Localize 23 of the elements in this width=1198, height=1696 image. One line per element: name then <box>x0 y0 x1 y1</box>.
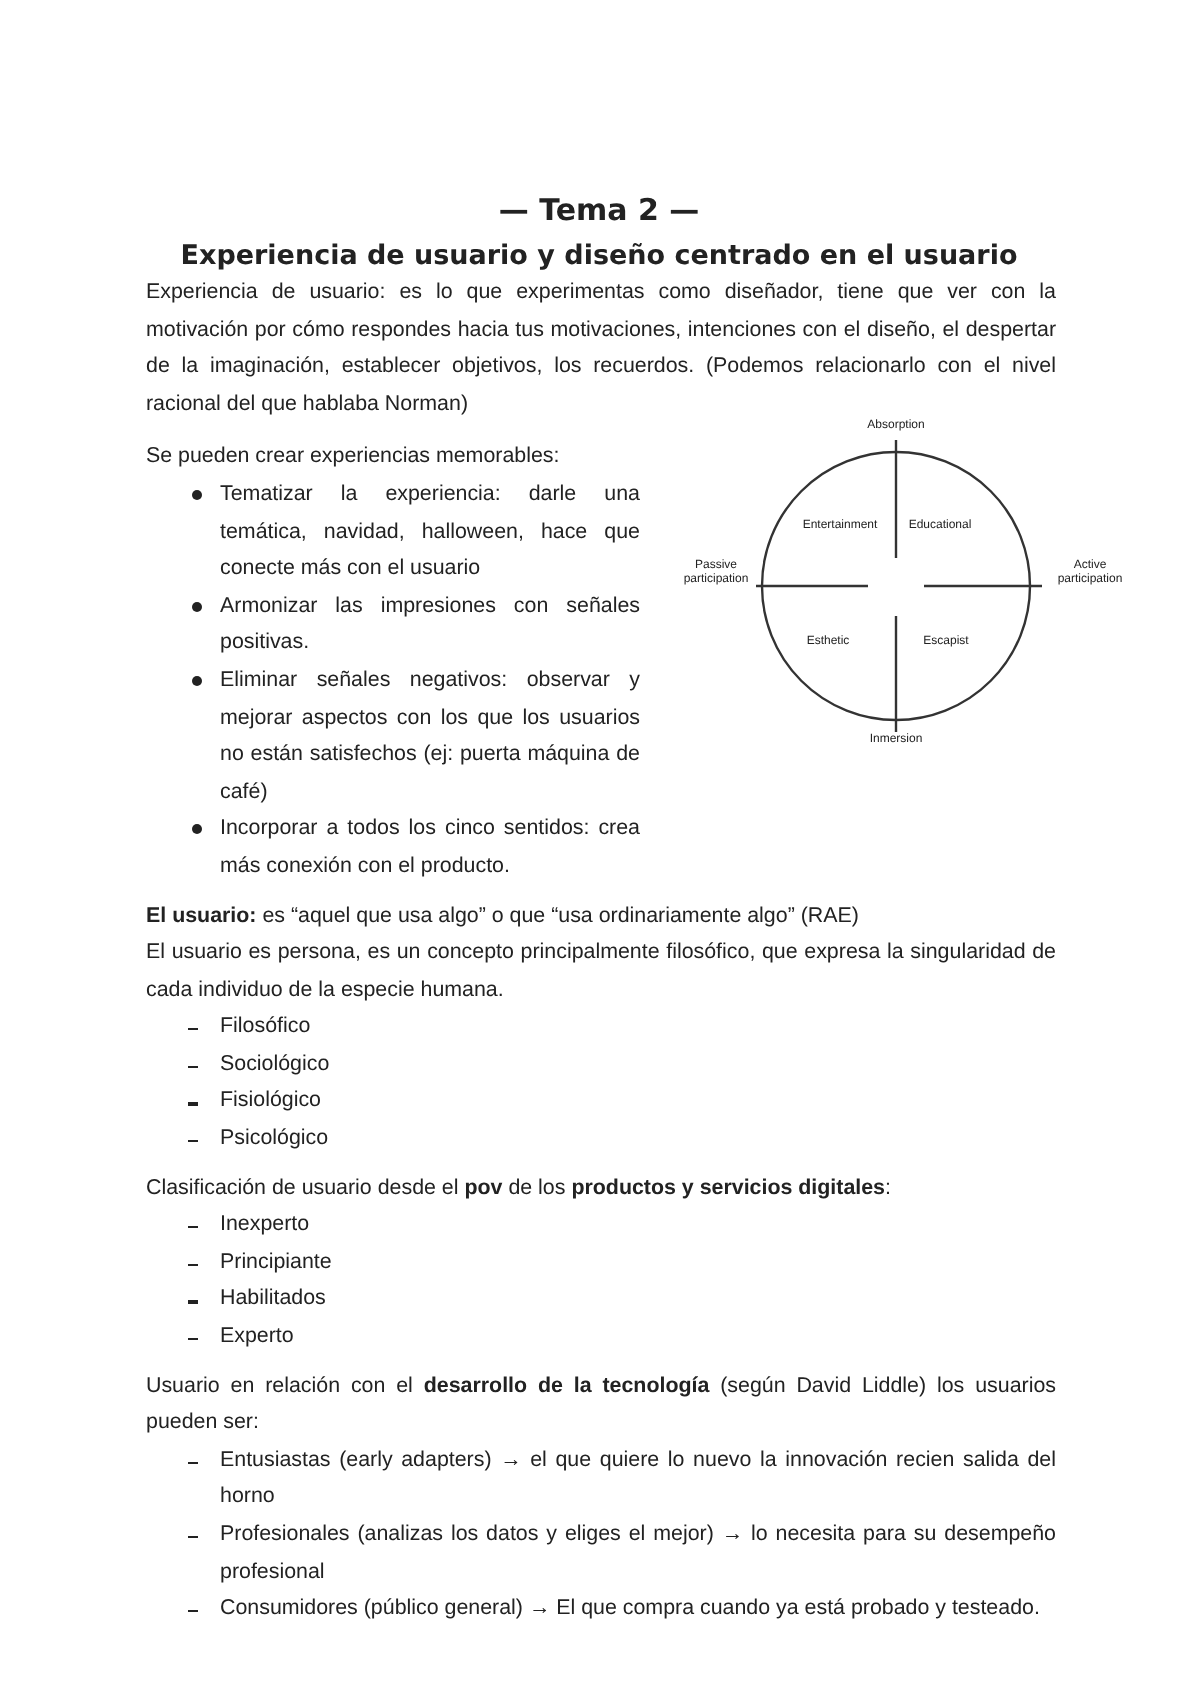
paragraph: Experiencia de usuario: es lo que experimentas como diseñador, tiene que ver con la motivación por cómo respondes hacia tus motivaciones, intenciones con el diseño, el despertar de la imaginación, establecer objetivos, los recuerdos. (Podemos relacionarlo con el nivel racional del que hablaba Norman) <box>146 278 1056 419</box>
paragraph: El usuario: es “aquel que usa algo” o que “usa ordinariamente algo” (RAE) <box>146 901 861 931</box>
paragraph: El usuario es persona, es un concepto principalmente filosófico, que expresa la singularidad de cada individuo de la especie humana. <box>146 938 1056 1006</box>
list-item: Principiante <box>220 1247 334 1278</box>
list-item: Sociológico <box>220 1049 332 1080</box>
list-item: Fisiológico <box>220 1086 323 1117</box>
list-item: Incorporar a todos los cinco sentidos: crea más conexión con el producto. <box>220 814 640 882</box>
list-item: Filosófico <box>220 1012 313 1043</box>
list-item: Psicológico <box>220 1124 331 1155</box>
section-heading: Experiencia de usuario y diseño centrado en el usuario <box>178 240 1020 272</box>
list-item: Entusiastas (early adapters) → el que quiere lo nuevo la innovación recien salida del horno <box>220 1445 1056 1513</box>
list-item: Profesionales (analizas los datos y eliges el mejor) → lo necesita para su desempeño profesional <box>220 1520 1056 1588</box>
page-title: — Tema 2 — <box>496 192 702 228</box>
list-item: Eliminar señales negativos: observar y mejorar aspectos con los que los usuarios no están satisfechos (ej: puerta máquina de café) <box>220 665 640 808</box>
list-item: Inexperto <box>220 1210 312 1241</box>
list-item: Tematizar la experiencia: darle una temática, navidad, halloween, hace que conecte más con el usuario <box>220 479 640 585</box>
paragraph: Usuario en relación con el desarrollo de la tecnología (según David Liddle) los usuarios pueden ser: <box>146 1371 1056 1439</box>
list-item: Armonizar las impresiones con señales positivas. <box>220 591 640 659</box>
paragraph: Se pueden crear experiencias memorables: <box>146 442 562 473</box>
paragraph: Clasificación de usuario desde el pov de los productos y servicios digitales: <box>146 1173 893 1204</box>
list-item: Experto <box>220 1322 296 1353</box>
list-item: Habilitados <box>220 1284 328 1315</box>
list-item: Consumidores (público general) → El que compra cuando ya está probado y testeado. <box>220 1594 1042 1625</box>
